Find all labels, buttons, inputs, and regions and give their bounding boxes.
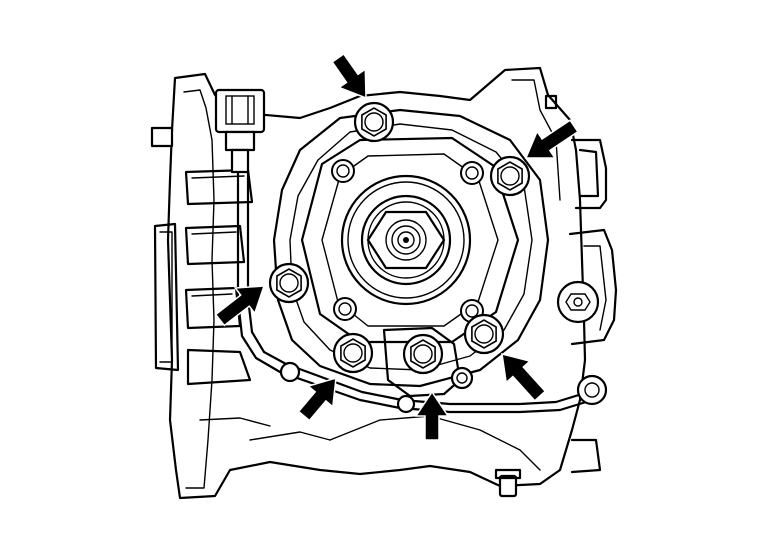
mounting-bolt-1 bbox=[353, 101, 395, 143]
pointer-arrow-icon bbox=[297, 376, 337, 422]
lower-boss bbox=[382, 326, 522, 498]
pointer-arrow-icon bbox=[331, 52, 367, 100]
mounting-bolt-3 bbox=[268, 262, 310, 304]
housing-ribs-left bbox=[150, 126, 254, 386]
sensor-connector bbox=[214, 88, 266, 174]
wheel-stud-2 bbox=[460, 161, 484, 185]
mounting-bolt-2 bbox=[489, 155, 531, 197]
bracket-bolt bbox=[556, 280, 600, 324]
mounting-bolt-6 bbox=[463, 313, 505, 355]
housing-bracket-right bbox=[544, 94, 618, 474]
mounting-bolt-4 bbox=[332, 332, 374, 374]
hub-mounting-bolts bbox=[268, 101, 531, 375]
hub-center bbox=[340, 174, 472, 306]
knuckle-housing bbox=[166, 66, 587, 500]
pointer-arrow-icon bbox=[414, 390, 450, 441]
wheel-stud-1 bbox=[331, 159, 355, 183]
pointer-arrow-icon bbox=[524, 119, 579, 159]
sensor-harness bbox=[236, 170, 608, 414]
pointer-arrow-icon bbox=[501, 352, 547, 402]
callout-arrows bbox=[214, 52, 579, 441]
mounting-bolt-5 bbox=[402, 333, 444, 375]
wheel-stud-4 bbox=[333, 297, 357, 321]
pointer-arrow-icon bbox=[214, 285, 266, 327]
